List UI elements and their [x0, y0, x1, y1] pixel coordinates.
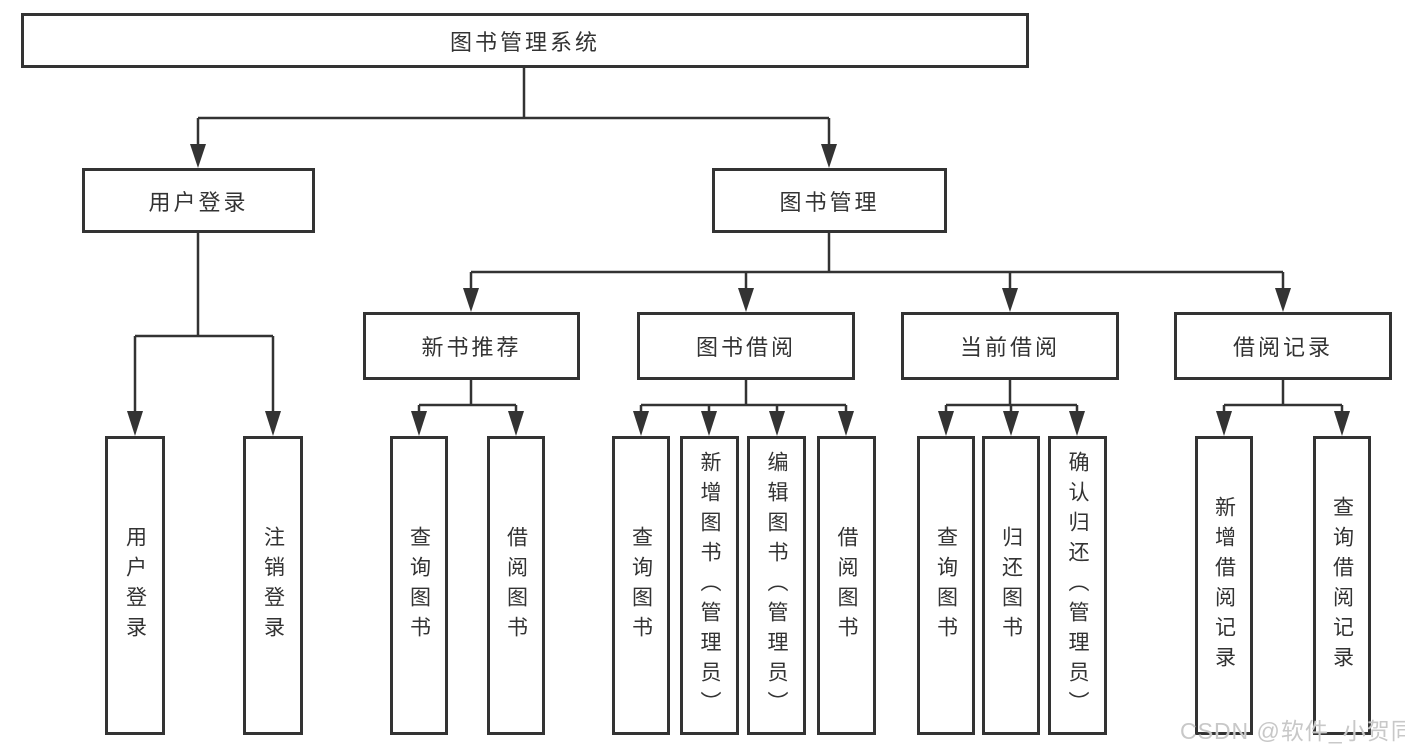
watermark: CSDN @软件_小贺同学: [1180, 718, 1405, 744]
node-library-management-system: 图书管理系统: [21, 13, 1029, 68]
leaf-user-login-label: 用户登录: [123, 525, 147, 646]
leaf-add-borrow-record: 新增借阅记录: [1195, 436, 1253, 735]
node-borrow-records-label: 借阅记录: [1232, 335, 1333, 360]
leaf-query-books-current: 查询图书: [917, 436, 975, 735]
node-user-login-label: 用户登录: [148, 189, 249, 215]
leaf-borrow-books-newbooks-label: 借阅图书: [504, 525, 528, 646]
node-book-management: 图书管理: [712, 168, 947, 233]
leaf-query-borrow-record: 查询借阅记录: [1313, 436, 1371, 735]
node-book-borrowing: 图书借阅: [637, 312, 855, 380]
node-new-book-recommend-label: 新书推荐: [421, 335, 522, 360]
leaf-confirm-return-admin-label: 确认归还（管理员）: [1066, 450, 1090, 721]
leaf-user-login: 用户登录: [105, 436, 165, 735]
leaf-return-book-label: 归还图书: [999, 525, 1023, 646]
leaf-query-books-borrowing-label: 查询图书: [629, 525, 653, 646]
leaf-confirm-return-admin: 确认归还（管理员）: [1048, 436, 1107, 735]
leaf-add-book-admin: 新增图书（管理员）: [680, 436, 739, 735]
leaf-add-book-admin-label: 新增图书（管理员）: [698, 450, 722, 721]
node-borrow-records: 借阅记录: [1174, 312, 1392, 380]
leaf-query-borrow-record-label: 查询借阅记录: [1330, 495, 1354, 676]
leaf-edit-book-admin: 编辑图书（管理员）: [747, 436, 806, 735]
leaf-logout-label: 注销登录: [261, 525, 285, 646]
node-user-login: 用户登录: [82, 168, 315, 233]
node-book-management-label: 图书管理: [779, 189, 880, 215]
node-current-borrowing-label: 当前借阅: [959, 335, 1060, 360]
leaf-query-books-current-label: 查询图书: [934, 525, 958, 646]
leaf-query-books-newbooks-label: 查询图书: [407, 525, 431, 646]
node-library-management-system-label: 图书管理系统: [449, 29, 600, 55]
leaf-edit-book-admin-label: 编辑图书（管理员）: [765, 450, 789, 721]
leaf-query-books-borrowing: 查询图书: [612, 436, 670, 735]
node-current-borrowing: 当前借阅: [901, 312, 1119, 380]
arrowhead-icons: [127, 144, 1350, 436]
leaf-borrow-books-newbooks: 借阅图书: [487, 436, 545, 735]
leaf-query-books-newbooks: 查询图书: [390, 436, 448, 735]
leaf-borrow-books-borrowing: 借阅图书: [817, 436, 876, 735]
leaf-logout: 注销登录: [243, 436, 303, 735]
leaf-add-borrow-record-label: 新增借阅记录: [1212, 495, 1236, 676]
leaf-borrow-books-borrowing-label: 借阅图书: [835, 525, 859, 646]
node-new-book-recommend: 新书推荐: [363, 312, 580, 380]
node-book-borrowing-label: 图书借阅: [695, 335, 796, 360]
leaf-return-book: 归还图书: [982, 436, 1040, 735]
